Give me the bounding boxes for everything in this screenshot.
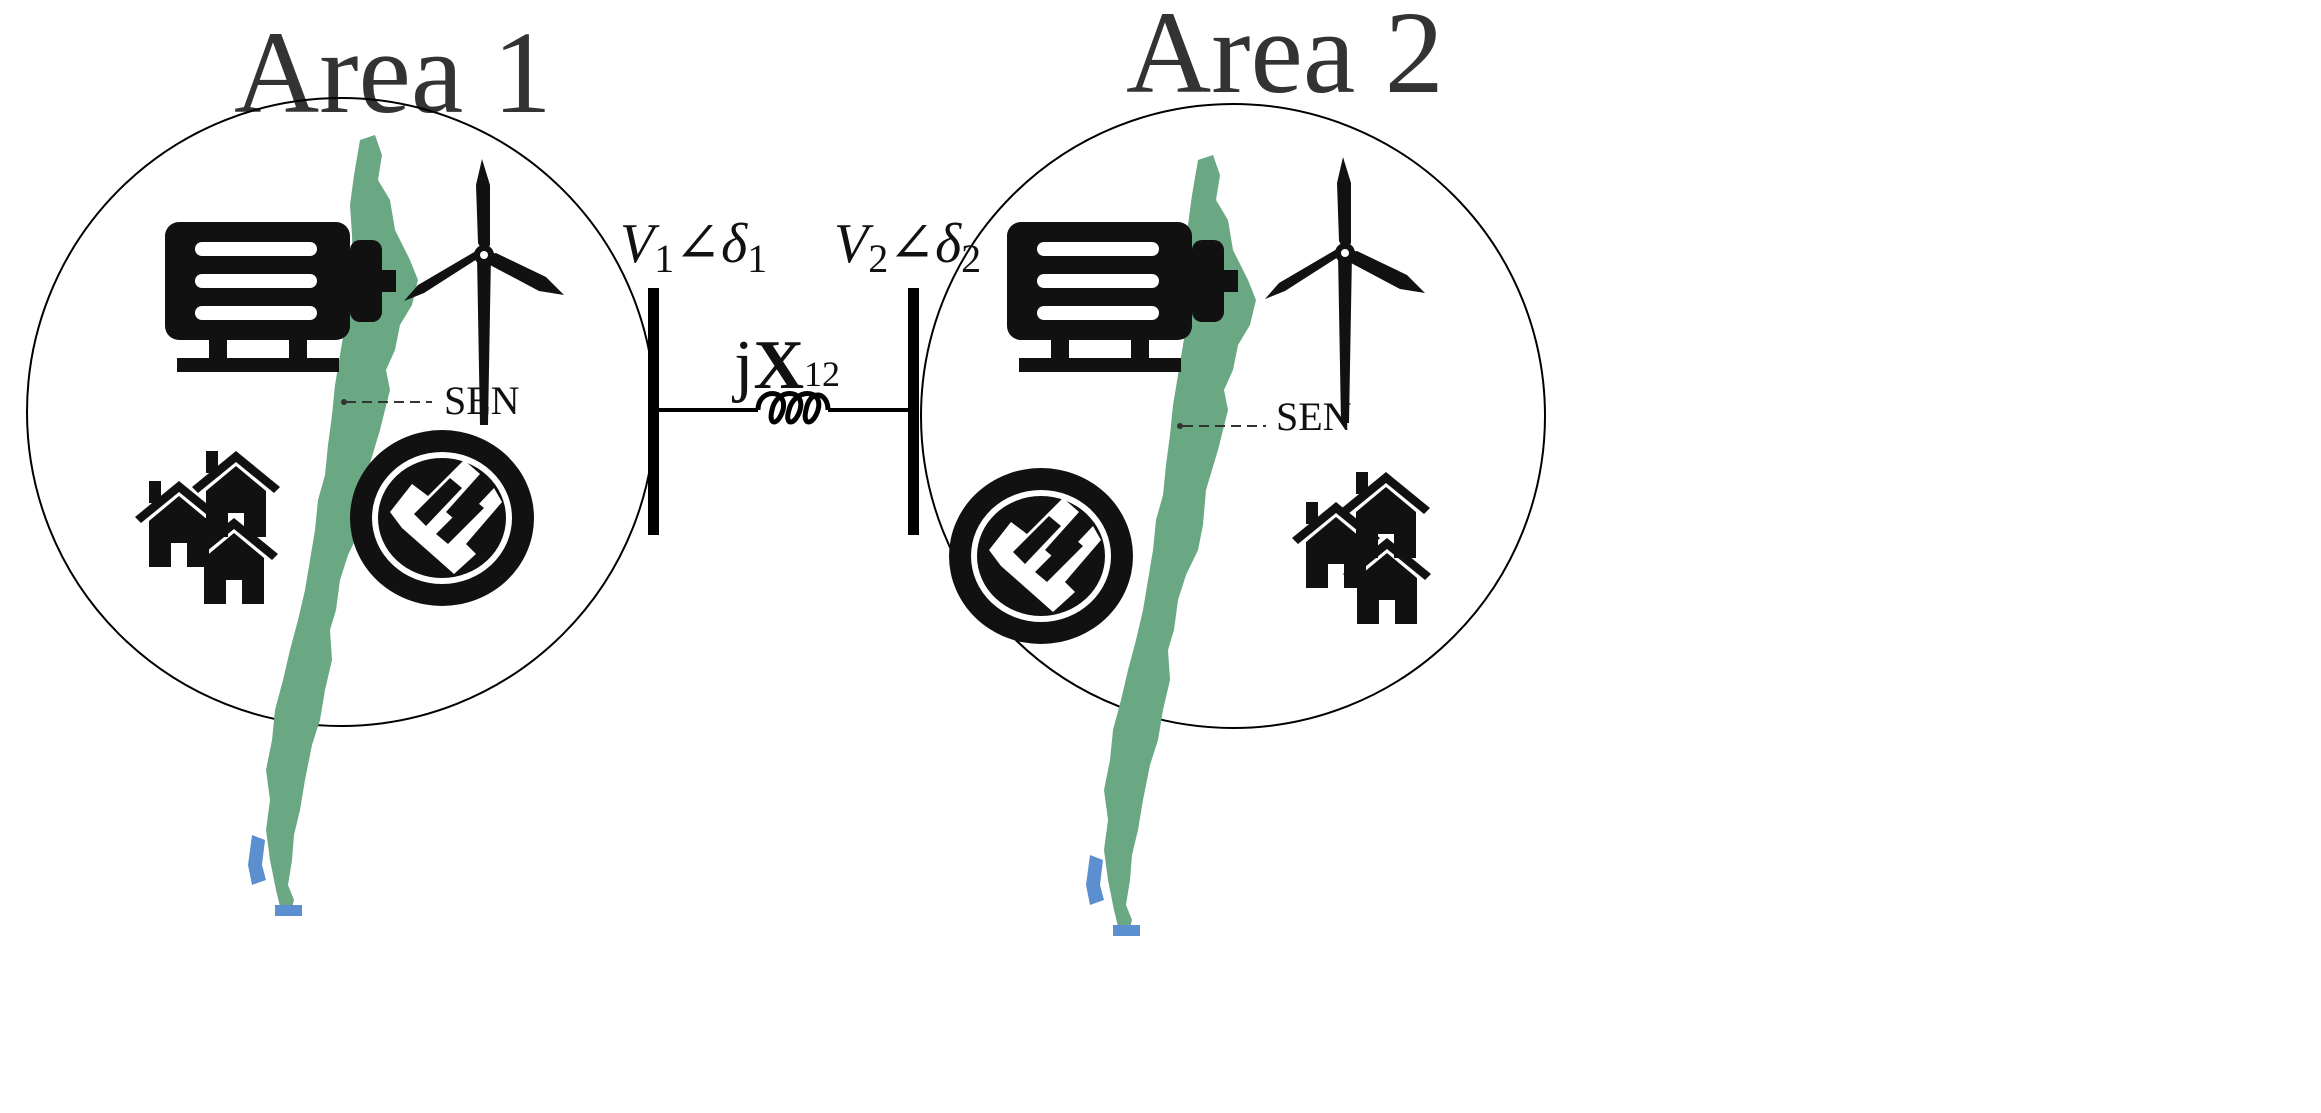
synchronous-machine-icon xyxy=(949,468,1133,644)
sen-point xyxy=(1177,423,1183,429)
inductor-icon xyxy=(755,391,831,425)
houses-icon xyxy=(135,451,280,604)
tie-line: V1∠δ1 V2∠δ2 jX12 xyxy=(620,213,981,535)
area-2-boundary xyxy=(920,103,1546,729)
synchronous-machine-icon xyxy=(350,430,534,606)
sen-label-area-2: SEN xyxy=(1276,394,1352,439)
sen-point xyxy=(341,399,347,405)
houses-icon xyxy=(1292,472,1431,624)
area-1: Area 1 SEN xyxy=(26,7,656,916)
bus-2-voltage-label: V2∠δ2 xyxy=(834,213,981,281)
bus-2-bar xyxy=(908,288,919,535)
area-1-title: Area 1 xyxy=(234,7,552,138)
tie-line-reactance-label: jX12 xyxy=(731,327,840,404)
bus-1-voltage-label: V1∠δ1 xyxy=(620,213,767,281)
area-2-title: Area 2 xyxy=(1126,0,1444,118)
sen-label-area-1: SEN xyxy=(444,378,520,423)
wind-turbine-icon xyxy=(1265,157,1425,423)
area-2: Area 2 SEN xyxy=(920,0,1546,936)
area-2-boundary-gap xyxy=(969,193,995,218)
bus-1-bar xyxy=(648,288,659,535)
